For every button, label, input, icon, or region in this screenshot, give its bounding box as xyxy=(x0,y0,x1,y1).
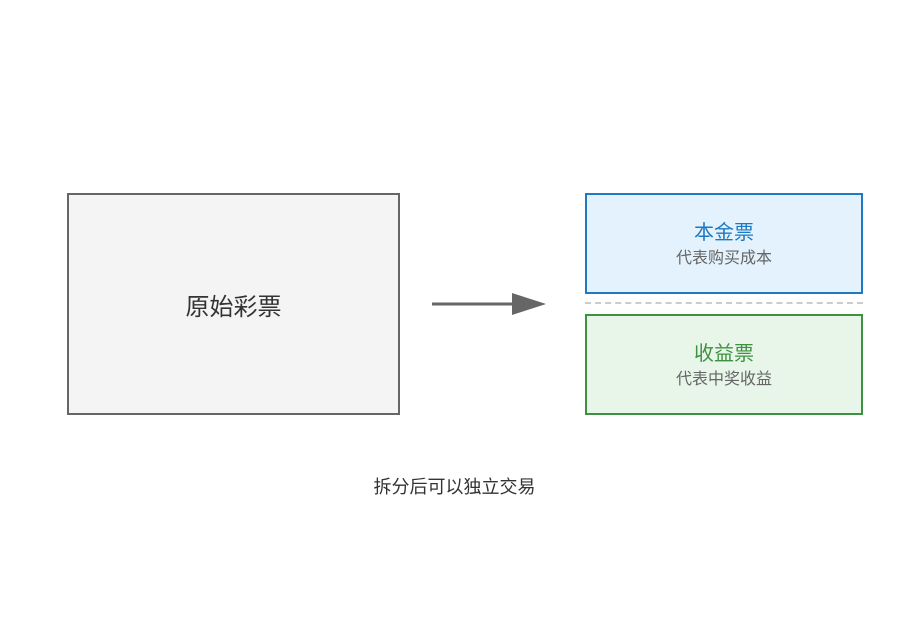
diagram-caption: 拆分后可以独立交易 xyxy=(373,477,536,498)
original-ticket-box: 原始彩票 xyxy=(67,193,400,415)
principal-ticket-box: 本金票 代表购买成本 xyxy=(585,193,863,294)
original-ticket-label: 原始彩票 xyxy=(185,292,282,321)
principal-ticket-title: 本金票 xyxy=(694,219,754,244)
yield-ticket-title: 收益票 xyxy=(694,340,754,365)
split-arrow-icon xyxy=(432,293,546,315)
yield-ticket-subtitle: 代表中奖收益 xyxy=(675,368,772,388)
principal-ticket-subtitle: 代表购买成本 xyxy=(675,247,772,267)
yield-ticket-box: 收益票 代表中奖收益 xyxy=(585,314,863,415)
split-divider xyxy=(585,302,863,304)
